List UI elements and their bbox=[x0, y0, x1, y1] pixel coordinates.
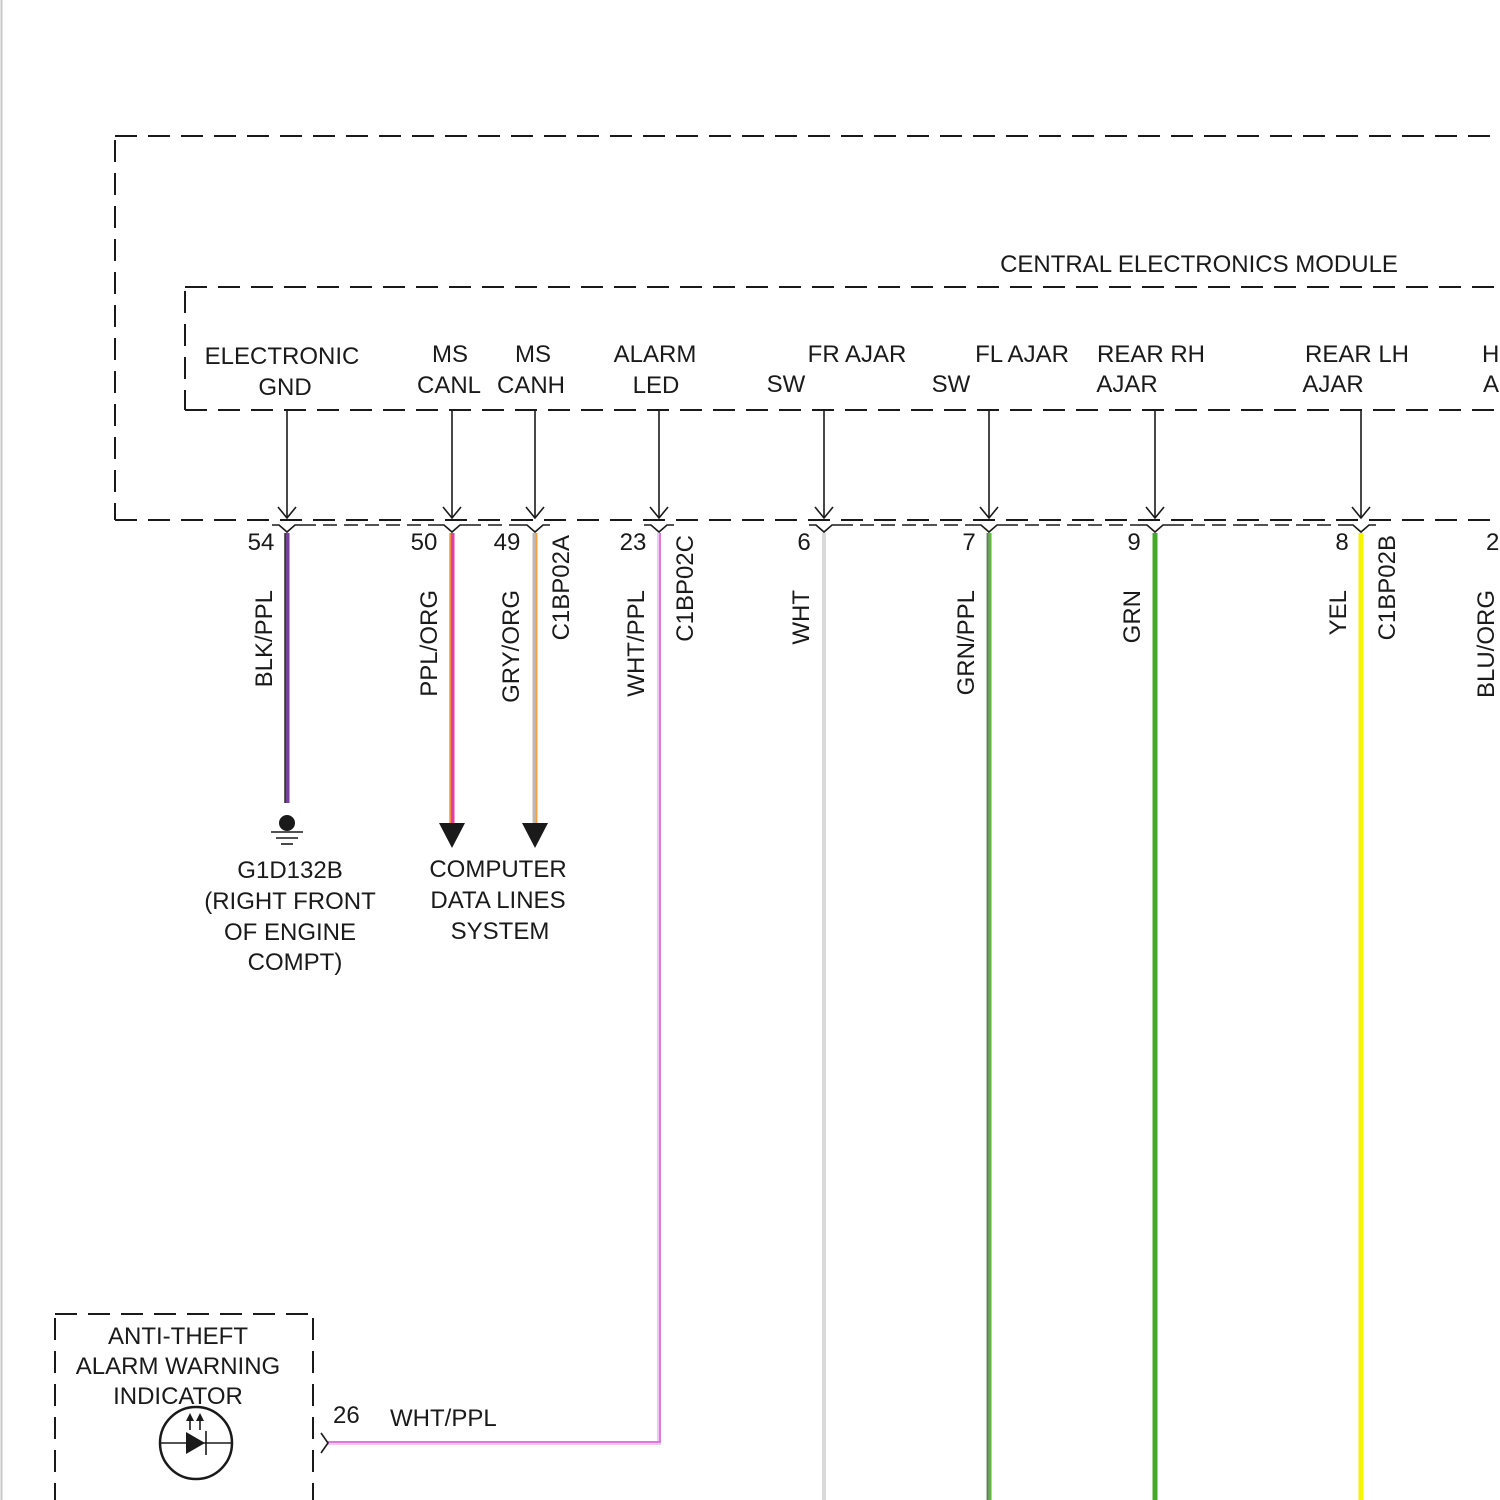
arrow-down-icon bbox=[650, 410, 668, 518]
triangle-down-icon bbox=[439, 823, 465, 848]
ground-label-line: OF ENGINE bbox=[224, 919, 356, 946]
indicator-label-line: ALARM WARNING bbox=[76, 1353, 280, 1380]
indicator-label-line: ANTI-THEFT bbox=[108, 1323, 248, 1350]
wire-color-label: BLK/PPL bbox=[251, 590, 278, 687]
connector-terminal-icon bbox=[809, 525, 839, 532]
function-label-2-line2: A bbox=[1483, 371, 1499, 398]
wire-23-stripe bbox=[328, 533, 660, 1442]
led-light-arrowhead bbox=[196, 1413, 204, 1421]
wire-color-label: BLU/ORG bbox=[1473, 590, 1500, 698]
wire-color-label: YEL bbox=[1325, 590, 1352, 635]
pin-number: 49 bbox=[494, 529, 521, 556]
module-title: CENTRAL ELECTRONICS MODULE bbox=[1000, 251, 1398, 278]
data-lines-label-line: DATA LINES bbox=[430, 887, 565, 914]
pin-number: 54 bbox=[248, 529, 275, 556]
connector-terminal-icon bbox=[974, 525, 1004, 532]
connector-terminal-icon bbox=[1346, 525, 1376, 532]
connector-terminal-icon bbox=[437, 525, 467, 532]
function-label-23-line1: ALARM bbox=[614, 341, 697, 368]
connector-id-label: C1BP02C bbox=[672, 535, 699, 642]
ground-icon bbox=[271, 815, 303, 844]
connector-terminal-icon bbox=[272, 525, 302, 532]
wire-labels: BLK/PPL PPL/ORG GRY/ORG C1BP02A WHT/PPL … bbox=[251, 535, 1500, 703]
wire-color-label: GRN/PPL bbox=[953, 590, 980, 695]
function-label-50-line2: CANL bbox=[417, 372, 481, 399]
function-label-9-line1: REAR RH bbox=[1097, 341, 1205, 368]
function-label-23-line2: LED bbox=[633, 372, 680, 399]
pin-number: 2 bbox=[1486, 529, 1499, 556]
function-label-54-line2: GND bbox=[258, 374, 311, 401]
function-label-7-line2: SW bbox=[932, 371, 971, 398]
arrow-down-icon bbox=[443, 410, 461, 518]
connector-terminal-icon bbox=[1140, 525, 1170, 532]
arrow-down-icon bbox=[278, 410, 296, 518]
connector-terminal-icon bbox=[644, 525, 674, 532]
connector-terminal-icon bbox=[520, 525, 550, 532]
ground-dot bbox=[279, 815, 295, 831]
function-label-49-line1: MS bbox=[515, 341, 551, 368]
pin-number: 6 bbox=[797, 529, 810, 556]
connector-terminal-icon bbox=[321, 1433, 328, 1453]
arrow-down-icon bbox=[815, 410, 833, 518]
pin-number: 9 bbox=[1127, 529, 1140, 556]
function-label-8-line1: REAR LH bbox=[1305, 341, 1409, 368]
function-label-8-line2: AJAR bbox=[1302, 371, 1363, 398]
function-label-6-line2: SW bbox=[767, 371, 806, 398]
pin-arrows bbox=[278, 410, 1370, 518]
led-icon bbox=[160, 1407, 232, 1479]
ground-label: G1D132B (RIGHT FRONT OF ENGINE COMPT) bbox=[204, 857, 376, 976]
function-label-6-line1: FR AJAR bbox=[808, 341, 907, 368]
indicator-pin-number: 26 bbox=[333, 1402, 360, 1429]
function-label-54-line1: ELECTRONIC bbox=[205, 343, 360, 370]
arrow-down-icon bbox=[526, 410, 544, 518]
arrow-down-icon bbox=[1352, 410, 1370, 518]
data-lines-label-line: COMPUTER bbox=[429, 856, 566, 883]
pin-numbers: 54 50 49 23 6 7 9 8 2 bbox=[248, 529, 1500, 556]
connector-id-label: C1BP02A bbox=[548, 535, 575, 640]
wire-color-label: WHT/PPL bbox=[623, 590, 650, 697]
wire-color-label: PPL/ORG bbox=[416, 590, 443, 697]
indicator-label-line: INDICATOR bbox=[113, 1383, 243, 1410]
ground-label-line: COMPT) bbox=[248, 949, 343, 976]
pin-number: 7 bbox=[962, 529, 975, 556]
wire-color-label: GRN bbox=[1119, 590, 1146, 643]
led-light-arrowhead bbox=[186, 1413, 194, 1421]
function-label-2-line1: H bbox=[1482, 341, 1499, 368]
triangle-down-icon bbox=[522, 823, 548, 848]
function-label-50-line1: MS bbox=[432, 341, 468, 368]
function-label-9-line2: AJAR bbox=[1096, 371, 1157, 398]
arrow-down-icon bbox=[980, 410, 998, 518]
pin-number: 8 bbox=[1335, 529, 1348, 556]
function-label-49-line2: CANH bbox=[497, 372, 565, 399]
pin-number: 50 bbox=[411, 529, 438, 556]
function-label-7-line1: FL AJAR bbox=[975, 341, 1069, 368]
indicator-wire-color-label: WHT/PPL bbox=[390, 1405, 497, 1432]
data-lines-label-line: SYSTEM bbox=[451, 918, 550, 945]
ground-label-line: (RIGHT FRONT bbox=[204, 888, 376, 915]
pin-number: 23 bbox=[620, 529, 647, 556]
data-lines-label: COMPUTER DATA LINES SYSTEM bbox=[429, 856, 566, 945]
indicator-label: ANTI-THEFT ALARM WARNING INDICATOR bbox=[76, 1323, 280, 1410]
wire-color-label: WHT bbox=[788, 590, 815, 645]
wire-color-label: GRY/ORG bbox=[498, 590, 525, 703]
pin-function-labels: ELECTRONIC GND MS CANL MS CANH ALARM LED… bbox=[205, 341, 1500, 401]
ground-label-line: G1D132B bbox=[237, 857, 342, 884]
arrow-down-icon bbox=[1146, 410, 1164, 518]
wire-23 bbox=[328, 533, 659, 1443]
led-diode-triangle bbox=[186, 1432, 205, 1454]
connector-terminals bbox=[272, 525, 1376, 532]
module-outline bbox=[115, 136, 1500, 520]
wires bbox=[285, 533, 1361, 1500]
connector-id-label: C1BP02B bbox=[1374, 535, 1401, 640]
